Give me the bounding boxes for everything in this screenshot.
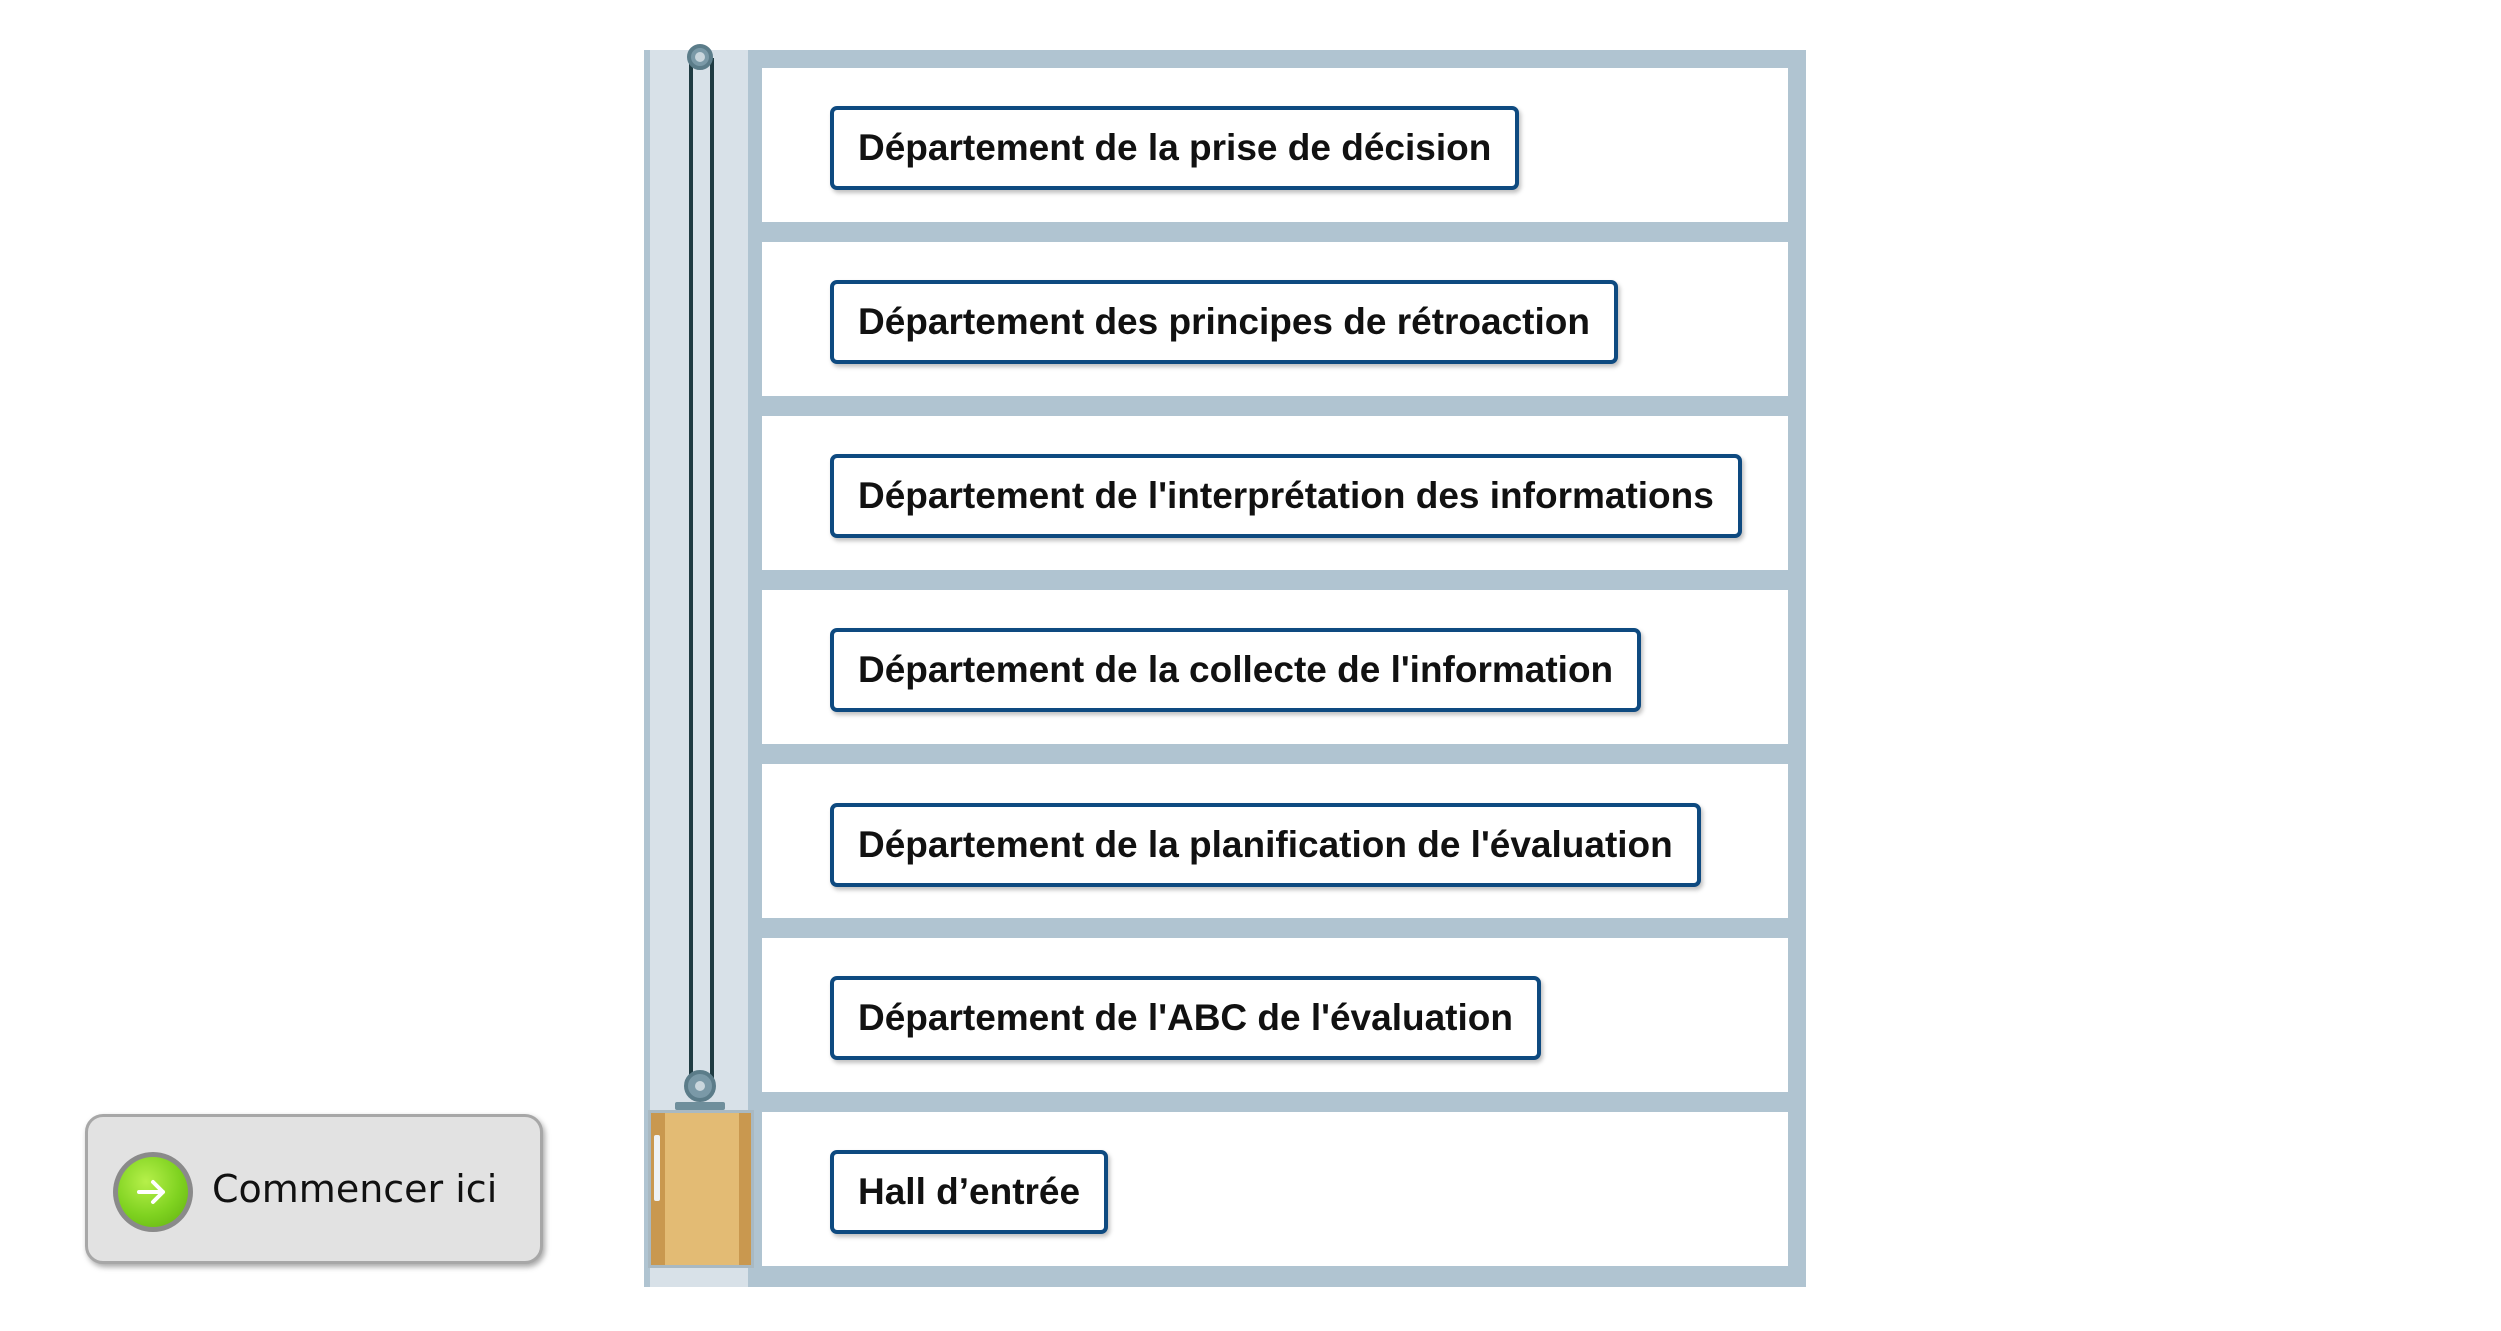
start-here-button[interactable]: Commencer ici [85, 1114, 543, 1264]
start-here-label: Commencer ici [212, 1167, 498, 1211]
shaft-wall [748, 50, 756, 1287]
elevator-cable [689, 58, 693, 1085]
information-collection-department-button[interactable]: Département de la collecte de l'informat… [830, 628, 1642, 712]
top-pulley-icon [687, 44, 713, 70]
information-interpretation-department-button[interactable]: Département de l'interprétation des info… [830, 454, 1742, 538]
decision-department-button[interactable]: Département de la prise de décision [830, 106, 1520, 190]
cabin-pulley-icon [684, 1070, 716, 1102]
evaluation-abc-department-button[interactable]: Département de l'ABC de l'évaluation [830, 976, 1541, 1060]
cabin-hook [675, 1102, 725, 1110]
cabin-door [739, 1113, 751, 1265]
cabin-control-panel [654, 1135, 660, 1201]
feedback-principles-department-button[interactable]: Département des principes de rétroaction [830, 280, 1618, 364]
evaluation-planning-department-button[interactable]: Département de la planification de l'éva… [830, 803, 1701, 887]
building [644, 44, 1806, 1287]
elevator-cable [710, 58, 714, 1085]
elevator-cabin [648, 1110, 754, 1268]
arrow-right-icon [113, 1152, 193, 1232]
lobby-button[interactable]: Hall d’entrée [830, 1150, 1109, 1234]
